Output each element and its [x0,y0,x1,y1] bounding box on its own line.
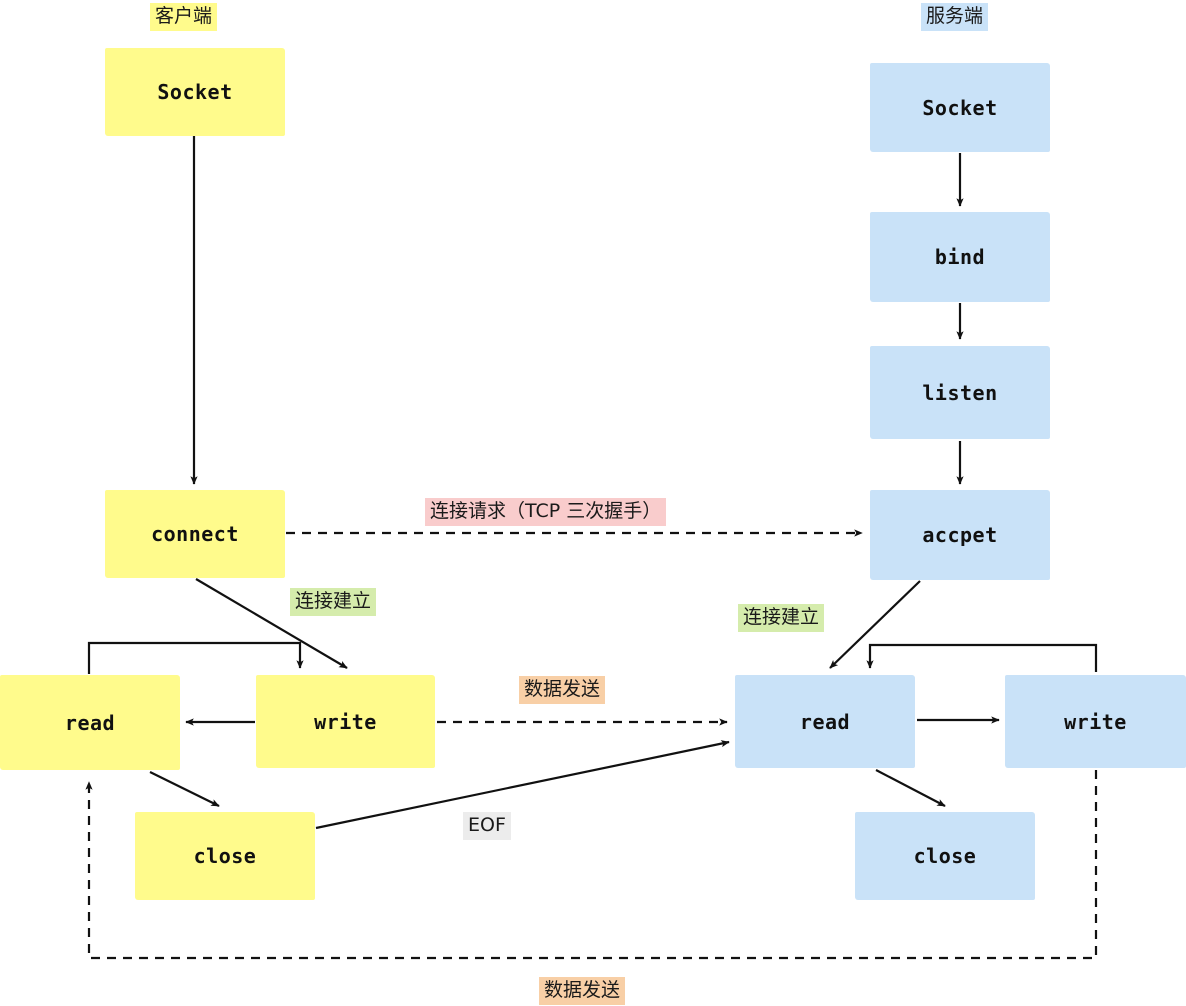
edge-client-read-loop-to-write [87,641,304,674]
edge-label-data-send-top: 数据发送 [519,676,606,704]
edge-label-data-send-bottom: 数据发送 [539,977,626,1005]
server-node-accept[interactable]: accpet [870,490,1050,580]
server-node-listen[interactable]: listen [870,346,1050,439]
client-node-write[interactable]: write [256,675,435,768]
server-node-bind[interactable]: bind [870,212,1050,302]
edge-label-connection-established-server: 连接建立 [738,604,825,632]
server-node-read[interactable]: read [735,675,915,768]
edge-label-connection-established-client: 连接建立 [290,588,377,616]
edge-label-eof: EOF [463,812,511,840]
client-node-connect[interactable]: connect [105,490,285,578]
edge-connect-to-client-write [195,578,348,669]
edge-label-connect-request: 连接请求（TCP 三次握手） [425,498,667,526]
edge-data-send-server-to-client [85,770,1098,960]
edge-accept-to-server-read [829,580,921,669]
client-node-read[interactable]: read [0,675,180,770]
server-node-socket[interactable]: Socket [870,63,1050,152]
server-node-close[interactable]: close [855,812,1035,900]
server-node-write[interactable]: write [1005,675,1186,768]
client-title: 客户端 [150,3,218,31]
edge-eof-close-to-server-read [315,740,730,830]
edge-server-write-loop-to-read [866,643,1098,672]
server-title: 服务端 [921,3,989,31]
client-node-close[interactable]: close [135,812,315,900]
edge-client-read-to-close [149,771,220,807]
edge-server-read-to-close [875,769,946,807]
client-node-socket[interactable]: Socket [105,48,285,136]
